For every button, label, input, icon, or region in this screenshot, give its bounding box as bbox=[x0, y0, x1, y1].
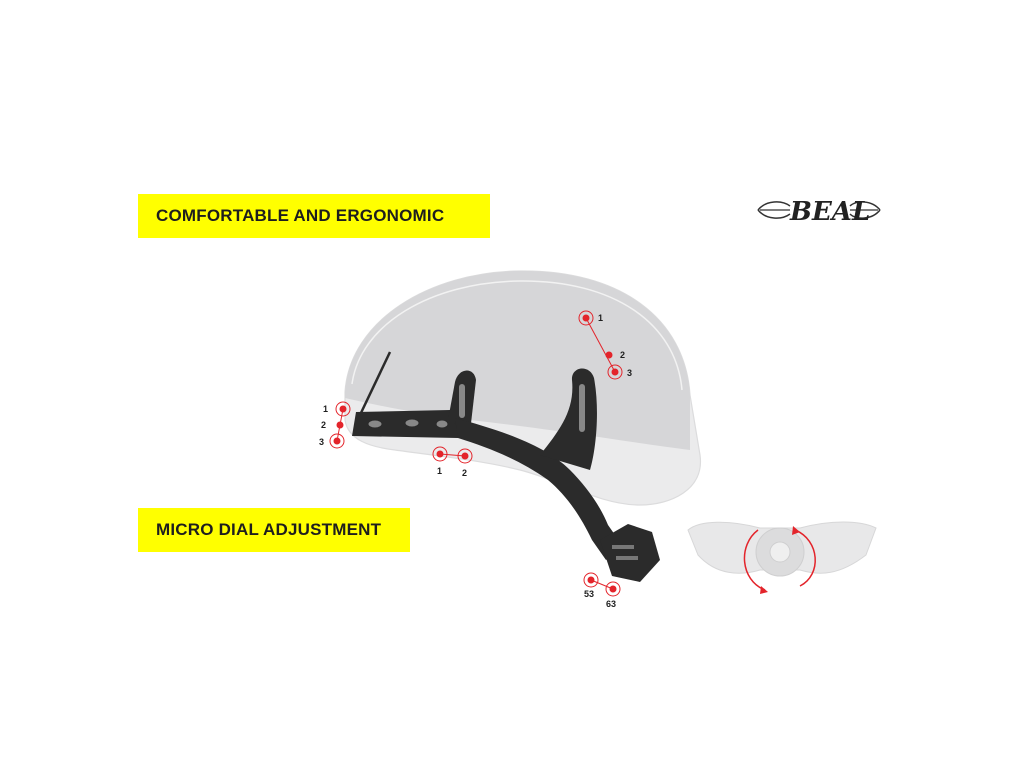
dial-detail bbox=[687, 521, 877, 594]
rotate-arrow-icon bbox=[794, 529, 816, 587]
feature-banner-dial: MICRO DIAL ADJUSTMENT bbox=[138, 508, 410, 552]
feature-label-dial: MICRO DIAL ADJUSTMENT bbox=[156, 520, 382, 539]
svg-text:BEAL: BEAL bbox=[789, 197, 870, 227]
rotate-arrow-icon bbox=[743, 529, 766, 591]
marker-label-top-2: 2 bbox=[620, 350, 625, 360]
marker-label-bottom-2: 2 bbox=[462, 468, 467, 478]
marker-label-nape-63: 63 bbox=[606, 599, 616, 609]
marker-label-front-1: 1 bbox=[323, 404, 328, 414]
dial-box bbox=[600, 524, 660, 582]
helmet-shell bbox=[344, 270, 702, 506]
feature-label-comfort: COMFORTABLE AND ERGONOMIC bbox=[156, 206, 445, 225]
front-markers bbox=[329, 401, 351, 449]
top-markers bbox=[578, 310, 623, 380]
marker-label-top-1: 1 bbox=[598, 313, 603, 323]
bottom-markers bbox=[432, 446, 473, 464]
beal-logo: BEAL bbox=[757, 197, 881, 227]
feature-banner-comfort: COMFORTABLE AND ERGONOMIC bbox=[138, 194, 490, 238]
marker-label-front-3: 3 bbox=[319, 437, 324, 447]
harness-frame bbox=[352, 351, 660, 582]
marker-label-bottom-1: 1 bbox=[437, 466, 442, 476]
marker-label-top-3: 3 bbox=[627, 368, 632, 378]
nape-markers bbox=[583, 572, 621, 597]
marker-label-nape-53: 53 bbox=[584, 589, 594, 599]
marker-label-front-2: 2 bbox=[321, 420, 326, 430]
